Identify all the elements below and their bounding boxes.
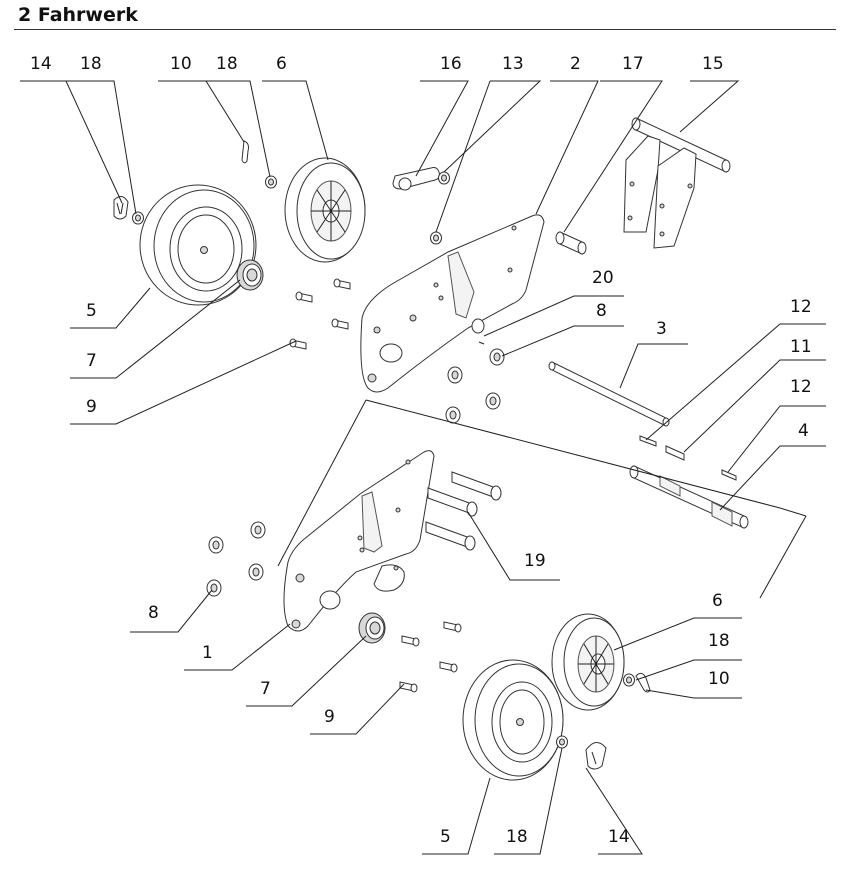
washer-upper-left (132, 211, 144, 225)
callout-15: 15 (702, 54, 724, 74)
callout-labels: 14 18 10 18 6 16 13 2 17 15 20 5 8 7 3 9… (30, 54, 812, 847)
callout-8-bottom: 8 (148, 603, 159, 623)
side-plate-upper (360, 214, 545, 393)
callout-14-bottom: 14 (608, 827, 630, 847)
drive-shaft (629, 465, 749, 529)
callout-2: 2 (570, 54, 581, 74)
washer-upper-mid (265, 175, 277, 189)
side-plate-lower (283, 450, 435, 632)
callout-5-top: 5 (86, 301, 97, 321)
callout-12-top: 12 (790, 297, 812, 317)
wheel-upper (139, 184, 257, 306)
callout-12-bottom: 12 (790, 377, 812, 397)
wheel-hub-upper (284, 157, 366, 263)
callout-5-bottom: 5 (440, 827, 451, 847)
nuts-lower (206, 521, 266, 597)
callout-10-top: 10 (170, 54, 192, 74)
callout-14-top: 14 (30, 54, 52, 74)
callout-leaders (20, 80, 826, 855)
callout-9-bottom: 9 (324, 707, 335, 727)
callout-1: 1 (202, 643, 213, 663)
long-bolts (425, 471, 502, 551)
axle-shaft (548, 361, 670, 427)
retaining-clip-upper (113, 196, 129, 220)
handle-bracket (623, 117, 731, 249)
page-title: 2 Fahrwerk (18, 4, 138, 26)
callout-11: 11 (790, 337, 812, 357)
callout-10-bottom: 10 (708, 669, 730, 689)
small-pin (478, 341, 485, 345)
retaining-clip-lower (585, 742, 607, 770)
callout-9-top: 9 (86, 397, 97, 417)
callout-6-bottom: 6 (712, 591, 723, 611)
bearing-lower (358, 612, 386, 644)
spacer-sleeve (555, 231, 587, 255)
callout-18-bottom: 18 (506, 827, 528, 847)
callout-17: 17 (622, 54, 644, 74)
callout-8-top: 8 (596, 301, 607, 321)
split-pin-lower (635, 672, 651, 693)
wheel-lower (462, 659, 564, 781)
callout-13: 13 (502, 54, 524, 74)
callout-18-bottom-right: 18 (708, 631, 730, 651)
callout-4: 4 (798, 421, 809, 441)
callout-19: 19 (524, 551, 546, 571)
callout-18-top-mid: 18 (216, 54, 238, 74)
callout-7-bottom: 7 (260, 679, 271, 699)
keys (639, 435, 737, 481)
callout-20: 20 (592, 268, 614, 288)
callout-7-top: 7 (86, 351, 97, 371)
title-divider (14, 29, 836, 30)
callout-18-top-left: 18 (80, 54, 102, 74)
nuts-upper (445, 348, 505, 424)
assembly-guide-lines (277, 399, 807, 599)
wheel-hub-lower (551, 613, 625, 711)
callout-16: 16 (440, 54, 462, 74)
bolts-lower (399, 621, 462, 693)
bolts-upper (289, 278, 351, 350)
callout-3: 3 (656, 319, 667, 339)
callout-6-top: 6 (276, 54, 287, 74)
lever-and-nuts (392, 167, 450, 245)
split-pin-upper (241, 140, 249, 164)
bearing-upper (236, 259, 264, 291)
